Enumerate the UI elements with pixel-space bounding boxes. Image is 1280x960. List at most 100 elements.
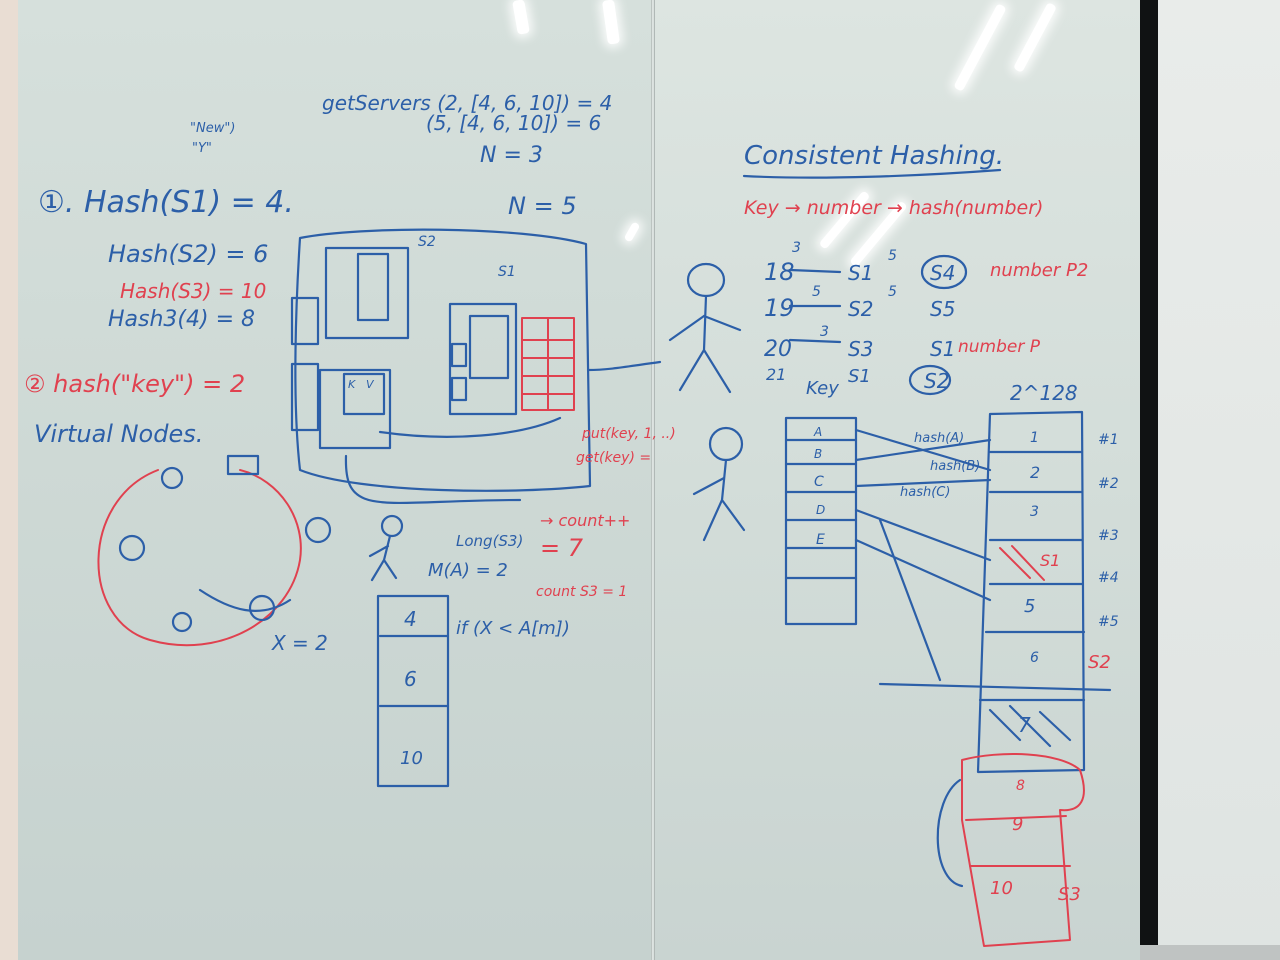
row-server: S1 bbox=[848, 366, 871, 387]
slot-item: 10 bbox=[990, 878, 1013, 899]
key-item: E bbox=[816, 532, 825, 548]
slot-item: 7 bbox=[1018, 713, 1031, 737]
row-arrow: 5 bbox=[888, 248, 897, 264]
hash-key-line: ② hash("key") = 2 bbox=[24, 370, 245, 398]
slot-item: 5 bbox=[1024, 596, 1035, 617]
row-target: S1 bbox=[930, 337, 955, 361]
s3-kv-table bbox=[342, 372, 386, 416]
row-server: S2 bbox=[848, 297, 873, 321]
rack-small bbox=[290, 296, 320, 346]
frame-edge bbox=[1140, 0, 1158, 960]
row-key: 18 bbox=[764, 258, 795, 286]
key-column-dividers bbox=[784, 438, 858, 580]
sorted-array-dividers bbox=[378, 634, 450, 708]
row-arrows bbox=[788, 268, 842, 344]
hash-s1-line: ①. Hash(S1) = 4. bbox=[38, 185, 294, 220]
getservers-line-2: (5, [4, 6, 10]) = 6 bbox=[426, 111, 601, 135]
ring-node bbox=[118, 534, 146, 562]
getservers-line-1: getServers (2, [4, 6, 10]) = 4 bbox=[322, 91, 612, 115]
hash-ring bbox=[97, 469, 302, 647]
s1-label: S1 bbox=[498, 264, 516, 280]
row-arrow: 3 bbox=[792, 240, 801, 256]
hash3-line: Hash3(4) = 8 bbox=[108, 307, 255, 332]
ring-node bbox=[160, 466, 184, 490]
slot-id: #1 bbox=[1098, 432, 1119, 448]
ring-server-box bbox=[226, 454, 260, 476]
server-s3-box bbox=[318, 368, 392, 450]
sorted-array bbox=[376, 594, 450, 788]
hash-label: hash(A) bbox=[914, 431, 964, 446]
row-server: S3 bbox=[848, 337, 873, 361]
slot-pointer-line bbox=[878, 682, 1112, 692]
row-target: S5 bbox=[930, 297, 955, 321]
slot-hatching bbox=[999, 545, 1045, 581]
rack-tiny-2 bbox=[450, 376, 468, 402]
hash-label: hash(C) bbox=[900, 485, 950, 500]
count-s3: count S3 = 1 bbox=[536, 584, 627, 600]
hash-s3-line: Hash(S3) = 10 bbox=[120, 279, 266, 303]
datacenter-outline bbox=[294, 228, 592, 492]
stick-figure bbox=[368, 514, 404, 582]
array-item: 6 bbox=[404, 667, 417, 691]
slot-id: #2 bbox=[1098, 476, 1119, 492]
array-item: 10 bbox=[400, 748, 423, 769]
arrow-bottom bbox=[344, 454, 522, 505]
s2-kv-table bbox=[356, 252, 390, 322]
row-arrow: 5 bbox=[888, 284, 897, 300]
whiteboard-right bbox=[655, 0, 1140, 960]
number-note: number P2 bbox=[990, 260, 1088, 281]
kv-k: K bbox=[348, 378, 356, 391]
target-circle bbox=[920, 254, 968, 290]
pipeline-line: Key → number → hash(number) bbox=[744, 197, 1043, 219]
hash-s2-line: Hash(S2) = 6 bbox=[108, 240, 268, 268]
row-arrow: 3 bbox=[820, 324, 829, 340]
row-arrow: 5 bbox=[812, 284, 821, 300]
rack-small-2 bbox=[290, 362, 320, 432]
arrow-user bbox=[586, 360, 662, 372]
kv-v: V bbox=[366, 378, 375, 391]
number-note-2: number P bbox=[958, 337, 1041, 357]
hash-arrows bbox=[854, 428, 992, 682]
array-item: 4 bbox=[404, 607, 417, 631]
long-s3: Long(S3) bbox=[456, 532, 523, 550]
key-label: Key bbox=[806, 378, 839, 399]
row-server: S1 bbox=[848, 261, 873, 285]
slot-item: 9 bbox=[1012, 814, 1023, 835]
slot-hatching-blue bbox=[988, 704, 1072, 748]
ring-node bbox=[304, 516, 332, 544]
s3-note: S3 bbox=[1058, 884, 1081, 905]
slot-id: #5 bbox=[1098, 614, 1119, 630]
slot-item: S1 bbox=[1040, 551, 1060, 570]
m-equals: M(A) = 2 bbox=[428, 560, 508, 581]
slot-id: #4 bbox=[1098, 570, 1119, 586]
slot-item: 8 bbox=[1016, 778, 1025, 794]
stick-figure bbox=[692, 426, 746, 542]
put-key-line: put(key, 1, ..) bbox=[581, 426, 676, 442]
target-circle bbox=[908, 364, 952, 396]
count-plus: → count++ bbox=[540, 511, 630, 530]
wrap-arrow bbox=[936, 778, 964, 888]
slot-dividers bbox=[978, 450, 1086, 702]
s2-label: S2 bbox=[418, 234, 436, 250]
board-seam bbox=[651, 0, 655, 960]
x-equals: X = 2 bbox=[271, 631, 328, 655]
slot-item: 6 bbox=[1030, 650, 1039, 666]
title-underline bbox=[742, 168, 1002, 179]
wall-panel-right bbox=[1158, 0, 1280, 960]
ring-node bbox=[248, 594, 276, 622]
s1-kv-table bbox=[468, 314, 510, 380]
arrow-internal bbox=[378, 416, 562, 438]
ring-arrow bbox=[198, 588, 292, 612]
ring-node bbox=[171, 611, 193, 633]
consistent-hashing-title: Consistent Hashing. bbox=[744, 141, 1004, 171]
quote-y: "Y" bbox=[192, 141, 212, 156]
slot-item: 2 bbox=[1030, 463, 1040, 482]
s2-note: S2 bbox=[1088, 652, 1111, 673]
slot-item: 3 bbox=[1030, 504, 1039, 520]
row-key: 20 bbox=[764, 337, 792, 362]
n-equals-3: N = 3 bbox=[480, 143, 543, 168]
row-target: S4 bbox=[930, 261, 955, 285]
n-equals-5: N = 5 bbox=[508, 192, 577, 220]
key-item: A bbox=[813, 425, 822, 439]
row-key: 21 bbox=[766, 365, 786, 384]
